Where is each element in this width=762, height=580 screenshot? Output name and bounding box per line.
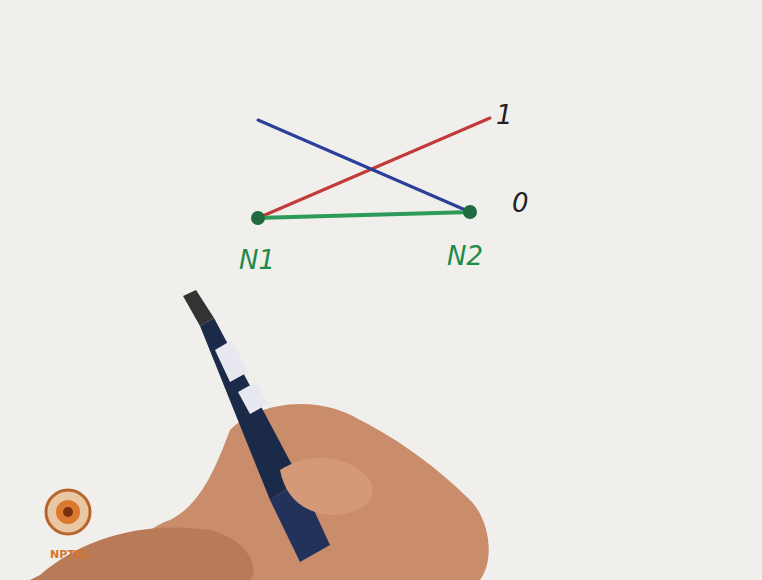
node-dot: N1 [251,211,265,225]
value-label: 1 [496,100,513,130]
node-label: N2 [447,241,483,271]
value-label: 0 [512,188,529,218]
blue-line [258,120,470,212]
thumb [280,458,373,515]
connector-line [265,212,463,218]
red-line [258,118,490,218]
nptel-emblem [46,490,90,534]
hand-finger [30,527,254,580]
node-dot: N2 [463,205,477,219]
logo-text: NPTEL [50,548,89,561]
marker [183,290,330,562]
node-label: N1 [239,245,275,275]
